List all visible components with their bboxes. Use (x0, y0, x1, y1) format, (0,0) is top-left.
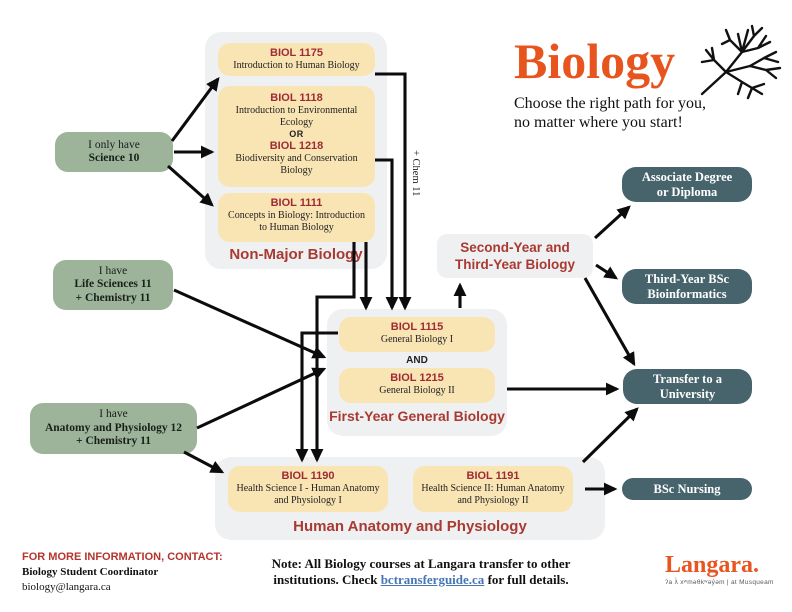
transfer-line2: University (659, 386, 716, 401)
course-biol-1191-name: Health Science II: Human Anatomy and Phy… (421, 483, 565, 506)
course-biol-1191: BIOL 1191 Health Science II: Human Anato… (413, 466, 573, 512)
nursing-line1: BSc Nursing (653, 481, 721, 496)
chem11-annotation: + Chem 11 (410, 150, 421, 197)
contact-block: FOR MORE INFORMATION, CONTACT: Biology S… (22, 550, 252, 594)
course-biol-1215: BIOL 1215 General Biology II (339, 368, 495, 403)
outcome-transfer-university: Transfer to a University (623, 369, 752, 404)
outcome-bsc-nursing: BSc Nursing (622, 478, 752, 500)
second-year-line1: Second-Year and (460, 240, 570, 255)
transfer-note: Note: All Biology courses at Langara tra… (256, 556, 586, 588)
transfer-line1: Transfer to a (653, 371, 722, 386)
associate-line1: Associate Degree (641, 169, 733, 184)
entry-science10-line2: Science 10 (88, 152, 140, 164)
entry-life-sciences-line1: I have (98, 264, 128, 277)
entry-life-sciences: I have Life Sciences 11 + Chemistry 11 (53, 260, 173, 310)
or-label: OR (289, 129, 304, 139)
course-biol-1191-code: BIOL 1191 (466, 470, 520, 482)
contact-email[interactable]: biology@langara.ca (22, 581, 111, 593)
course-biol-1190: BIOL 1190 Health Science I - Human Anato… (228, 466, 388, 512)
entry-anatomy12-line2: Anatomy and Physiology 12 (44, 421, 183, 434)
course-biol-1190-code: BIOL 1190 (281, 470, 335, 482)
second-year-line2: Third-Year Biology (454, 257, 576, 272)
course-biol-1118-or-1218: BIOL 1118 Introduction to Environmental … (218, 86, 375, 187)
entry-life-sciences-line2: Life Sciences 11 (74, 278, 152, 291)
note-text-1: Note: All Biology courses at Langara tra… (271, 556, 571, 587)
course-biol-1111: BIOL 1111 Concepts in Biology: Introduct… (218, 193, 375, 242)
contact-heading: FOR MORE INFORMATION, CONTACT: (22, 551, 223, 563)
langara-wordmark: Langara. (665, 552, 760, 578)
outcome-bsc-bioinformatics: Third-Year BSc Bioinformatics (622, 269, 752, 304)
course-biol-1115-name: General Biology I (380, 334, 454, 345)
course-biol-1175-code: BIOL 1175 (270, 47, 323, 59)
entry-science10: I only have Science 10 (55, 132, 173, 172)
langara-logo: Langara. ʔa ƛ̓ xʷməθkʷəy̓əm | at Musquea… (665, 553, 785, 586)
entry-anatomy12: I have Anatomy and Physiology 12 + Chemi… (30, 403, 197, 454)
phylogenetic-tree-icon (700, 24, 782, 100)
bioinformatics-line1: Third-Year BSc (644, 271, 730, 286)
course-biol-1215-name: General Biology II (379, 385, 455, 396)
label-non-major-biology: Non-Major Biology (229, 246, 363, 263)
page-tagline: Choose the right path for you, no matter… (514, 94, 744, 132)
tagline-line2: no matter where you start! (514, 114, 683, 131)
box-second-third-year-biology: Second-Year and Third-Year Biology (437, 234, 593, 278)
label-human-anatomy-physiology: Human Anatomy and Physiology (293, 518, 527, 535)
contact-name: Biology Student Coordinator (22, 566, 159, 578)
associate-line2: or Diploma (656, 184, 718, 199)
course-biol-1218-name: Biodiversity and Conservation Biology (235, 153, 358, 176)
course-biol-1115: BIOL 1115 General Biology I (339, 317, 495, 352)
course-biol-1111-code: BIOL 1111 (270, 197, 323, 209)
bctransferguide-link[interactable]: bctransferguide.ca (380, 572, 485, 587)
course-biol-1175: BIOL 1175 Introduction to Human Biology (218, 43, 375, 76)
entry-anatomy12-line3: + Chemistry 11 (76, 435, 151, 448)
outcome-associate-degree: Associate Degree or Diploma (622, 167, 752, 202)
note-text-2: for full details. (484, 572, 569, 587)
entry-life-sciences-line3: + Chemistry 11 (75, 291, 151, 304)
label-first-year-general-biology: First-Year General Biology (329, 408, 505, 424)
entry-science10-line1: I only have (88, 138, 140, 151)
langara-musqueam-tagline: ʔa ƛ̓ xʷməθkʷəy̓əm | at Musqueam (665, 579, 774, 586)
course-biol-1215-code: BIOL 1215 (390, 372, 444, 384)
course-biol-1118-code: BIOL 1118 (270, 92, 323, 104)
course-biol-1118-name: Introduction to Environmental Ecology (235, 105, 358, 128)
tagline-line1: Choose the right path for you, (514, 95, 706, 112)
course-biol-1175-name: Introduction to Human Biology (233, 60, 360, 71)
entry-anatomy12-line1: I have (99, 408, 128, 421)
course-biol-1190-name: Health Science I - Human Anatomy and Phy… (236, 483, 380, 506)
and-label: AND (406, 355, 428, 366)
course-biol-1115-code: BIOL 1115 (390, 321, 444, 333)
course-biol-1111-name: Concepts in Biology: Introduction to Hum… (228, 210, 365, 233)
course-biol-1218-code: BIOL 1218 (269, 140, 324, 152)
bioinformatics-line2: Bioinformatics (647, 286, 727, 301)
page-title: Biology (514, 33, 676, 89)
